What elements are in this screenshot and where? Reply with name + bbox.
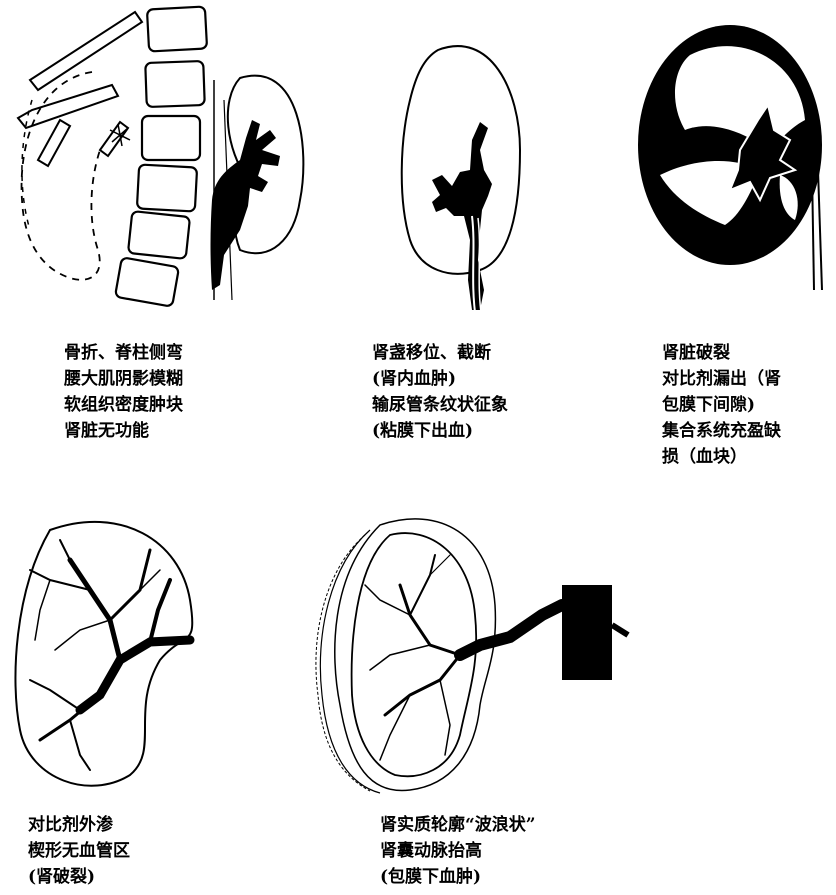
- avascular-wedge-illustration: [10, 510, 210, 800]
- ruptured-kidney-illustration: [630, 10, 830, 310]
- subcapsular-hematoma-illustration: [310, 505, 640, 800]
- panel-calyx-displacement: [380, 20, 550, 340]
- caption-subcapsular-hematoma: 肾实质轮廓“波浪状” 肾囊动脉抬高 (包膜下血肿): [380, 812, 536, 890]
- displaced-calyx-illustration: [380, 20, 550, 340]
- spine-kidney-illustration: [0, 0, 300, 330]
- caption-calyx-displacement: 肾盏移位、截断 (肾内血肿) 输尿管条纹状征象 (粘膜下出血): [372, 340, 508, 444]
- caption-fracture-scoliosis: 骨折、脊柱侧弯 腰大肌阴影模糊 软组织密度肿块 肾脏无功能: [64, 340, 183, 444]
- caption-kidney-rupture: 肾脏破裂 对比剂漏出（肾 包膜下间隙) 集合系统充盈缺 损（血块）: [662, 340, 781, 470]
- panel-fracture-scoliosis: [0, 0, 300, 340]
- panel-subcapsular-hematoma: [310, 505, 640, 800]
- caption-contrast-extravasation: 对比剂外渗 楔形无血管区 (肾破裂): [28, 812, 130, 890]
- panel-kidney-rupture: [630, 10, 830, 310]
- panel-contrast-extravasation: [10, 510, 210, 800]
